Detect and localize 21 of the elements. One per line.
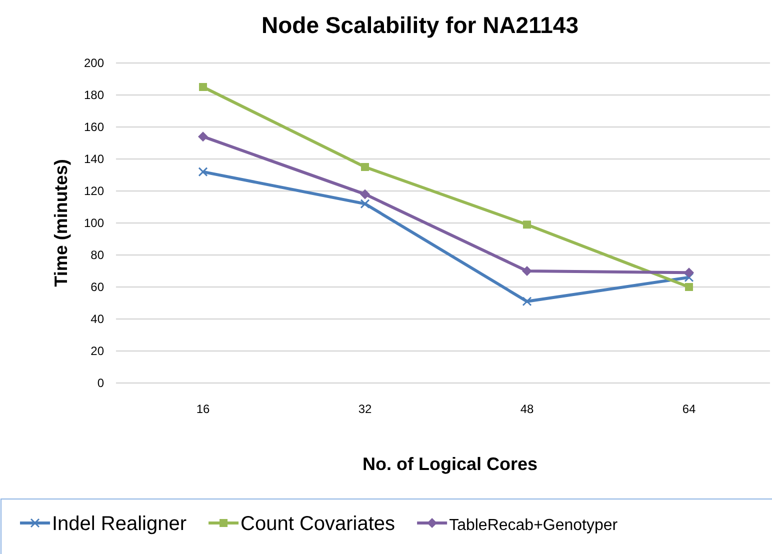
tick-label: 16 [196, 402, 210, 416]
tick-label: 64 [682, 402, 696, 416]
legend-label: Indel Realigner [52, 513, 187, 535]
tick-label: 120 [84, 184, 104, 198]
tick-label: 20 [90, 344, 104, 358]
tick-label: 180 [84, 88, 104, 102]
tick-label: 48 [520, 402, 534, 416]
tick-label: 200 [84, 56, 104, 70]
legend-label: TableRecab+Genotyper [449, 517, 618, 534]
y-axis-label: Time (minutes) [51, 159, 71, 287]
tick-label: 60 [90, 280, 104, 294]
tick-label: 40 [90, 312, 104, 326]
tick-label: 32 [358, 402, 372, 416]
x-axis-label: No. of Logical Cores [362, 454, 538, 474]
tick-label: 100 [84, 216, 104, 230]
chart-title: Node Scalability for NA21143 [262, 12, 578, 38]
tick-label: 0 [97, 376, 104, 390]
tick-label: 140 [84, 152, 104, 166]
legend-label: Count Covariates [240, 513, 396, 535]
tick-label: 80 [90, 248, 104, 262]
tick-label: 160 [84, 120, 104, 134]
